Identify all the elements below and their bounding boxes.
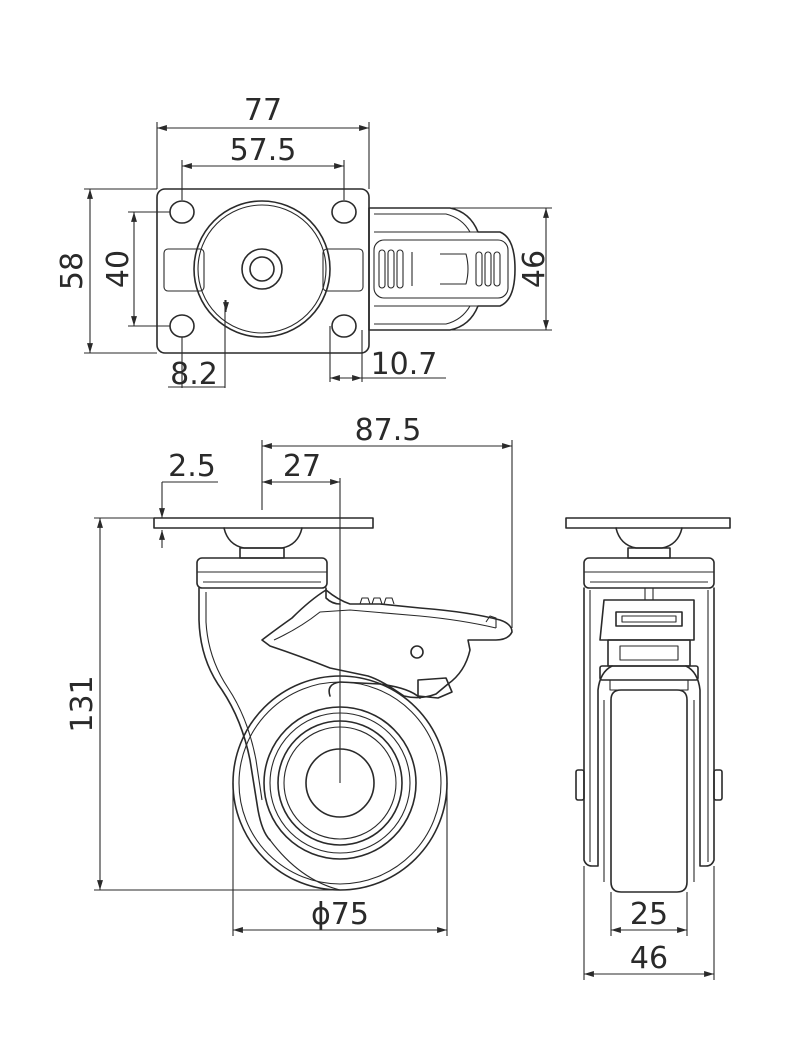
top-brake-ribs-left: [378, 249, 404, 289]
dim-top-hole-offset: 8.2: [170, 357, 218, 392]
top-center-inner: [249, 256, 275, 282]
side-fork: [198, 587, 341, 841]
top-brake-ribs-right: [475, 251, 501, 287]
dim-front-total-width: 46: [630, 941, 668, 976]
top-view: 77 57.5 58 40 46 8.2 10.7: [55, 93, 552, 392]
dim-front-wheel-width: 25: [630, 897, 668, 932]
front-fork-left: [583, 587, 613, 867]
side-swivel-neck: [239, 547, 285, 559]
top-center-outer: [241, 248, 283, 290]
dim-top-height: 58: [55, 252, 90, 290]
side-view: 87.5 2.5 27 131 ϕ75: [65, 413, 513, 936]
top-swivel-mid: [197, 204, 327, 334]
dim-top-brake-offset: 10.7: [371, 347, 438, 382]
front-view: 25 46: [565, 517, 731, 980]
dim-top-hole-vertical: 40: [101, 250, 136, 288]
top-brake-housing: [368, 207, 516, 331]
dim-top-bracket-height: 46: [517, 250, 552, 288]
side-lever-pin: [410, 645, 424, 659]
front-wheel: [610, 689, 688, 893]
front-fork-right: [685, 587, 715, 867]
top-hole-1: [169, 200, 195, 224]
front-plate: [565, 517, 731, 529]
top-plate: [156, 188, 370, 354]
top-hole-3: [169, 314, 195, 338]
dim-side-total-height: 131: [65, 675, 100, 732]
side-brake-shoe: [328, 681, 421, 699]
dim-top-width: 77: [244, 93, 282, 128]
dim-top-hole-spacing: 57.5: [230, 133, 297, 168]
top-brake-detail: [411, 252, 469, 286]
side-brake-tab: [417, 677, 453, 699]
top-brake-pad: [373, 239, 509, 299]
top-swivel-outer: [193, 200, 331, 338]
side-lever-teeth: [359, 597, 497, 628]
top-brake-inner: [374, 213, 478, 325]
dim-side-plate-thickness: 2.5: [168, 449, 216, 484]
top-hole-4: [331, 314, 357, 338]
top-plate-slot-left: [163, 248, 205, 292]
top-hole-2: [331, 200, 357, 224]
dim-side-swivel-offset: 87.5: [355, 413, 422, 448]
dim-side-offset: 27: [283, 449, 321, 484]
side-swivel-head: [223, 527, 303, 549]
front-brake-assembly: [599, 599, 695, 641]
top-plate-slot-right: [322, 248, 364, 292]
front-bearing-ring: [583, 557, 715, 589]
side-bearing-ring: [196, 557, 328, 589]
side-brake-lever: [261, 589, 513, 699]
dim-side-wheel-diameter: ϕ75: [311, 897, 369, 932]
side-plate: [153, 517, 374, 529]
